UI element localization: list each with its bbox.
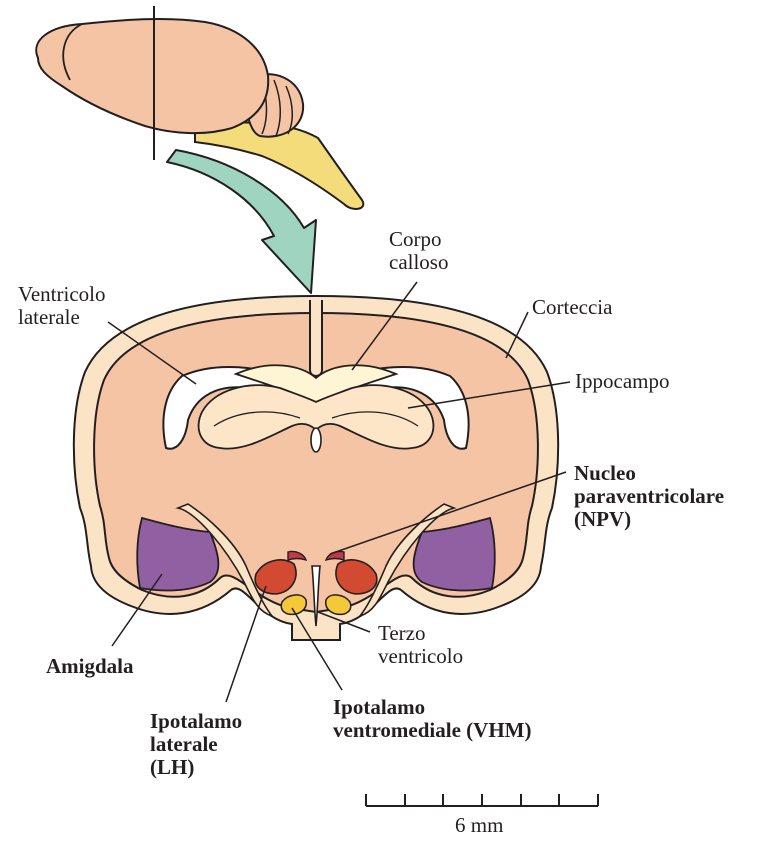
label-scale-bar: 6 mm bbox=[455, 814, 503, 837]
cerebrum bbox=[36, 19, 268, 133]
label-amigdala: Amigdala bbox=[46, 655, 134, 678]
label-ipotalamo-laterale: Ipotalamo laterale (LH) bbox=[150, 710, 242, 779]
leader-ipotalamo-laterale bbox=[226, 586, 266, 702]
label-corteccia: Corteccia bbox=[532, 296, 612, 319]
midline-fissure bbox=[310, 300, 322, 376]
label-terzo-ventricolo: Terzo ventricolo bbox=[378, 622, 463, 668]
scale-bar bbox=[366, 794, 598, 806]
label-ippocampo: Ippocampo bbox=[575, 370, 669, 393]
label-nucleo-paraventricolare: Nucleo paraventricolare (NPV) bbox=[574, 462, 724, 531]
label-ipotalamo-ventromediale: Ipotalamo ventromediale (VHM) bbox=[333, 696, 531, 742]
coronal-section bbox=[74, 296, 558, 640]
label-ventricolo-laterale: Ventricolo laterale bbox=[18, 283, 105, 329]
midline-small-ventricle bbox=[311, 428, 321, 452]
label-corpo-calloso: Corpo calloso bbox=[389, 228, 448, 274]
sagittal-brain-view bbox=[36, 6, 363, 209]
